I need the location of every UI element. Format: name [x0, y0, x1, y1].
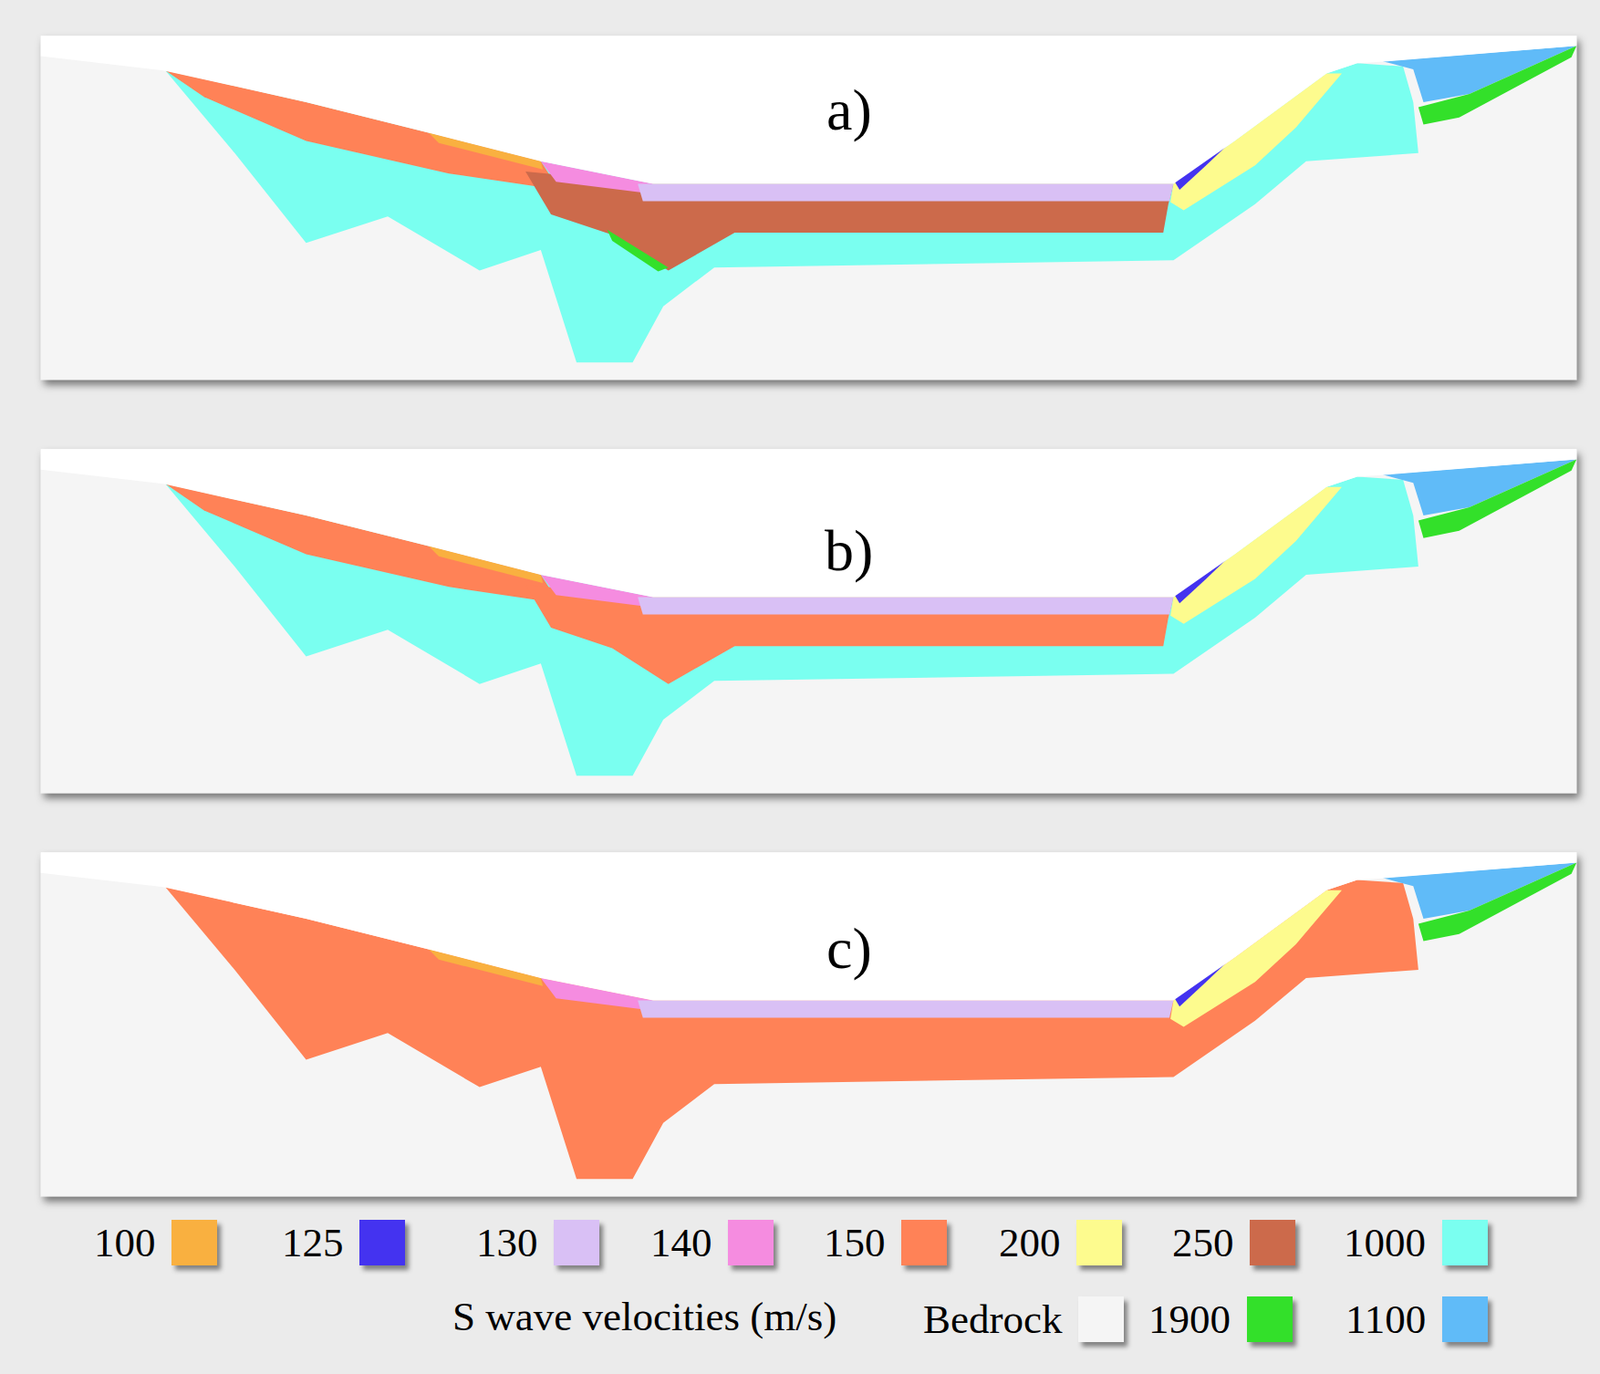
section-c [41, 851, 1578, 1196]
legend-swatch [1246, 1296, 1293, 1342]
legend-title: S wave velocities (m/s) [452, 1296, 837, 1338]
legend-text: 100 [93, 1222, 156, 1264]
section-a [41, 35, 1578, 380]
legend-swatch [1442, 1296, 1488, 1342]
legend-text: 140 [650, 1222, 713, 1264]
legend-text: Bedrock [923, 1298, 1062, 1341]
legend-swatch [1442, 1219, 1488, 1266]
panel-label: b) [824, 521, 873, 581]
legend-text: 250 [1172, 1222, 1235, 1264]
legend-text: 1100 [1345, 1298, 1426, 1341]
legend-text: 130 [476, 1222, 539, 1264]
legend-swatch [1076, 1219, 1123, 1266]
legend-text: 1900 [1148, 1298, 1231, 1341]
legend-swatch [359, 1219, 406, 1266]
legend-swatch [553, 1219, 600, 1266]
legend-text: 1000 [1343, 1222, 1426, 1264]
legend-swatch [727, 1219, 774, 1266]
panel-label: a) [826, 81, 873, 140]
legend-swatch [1249, 1219, 1296, 1266]
legend-swatch [1078, 1296, 1124, 1342]
legend-text: 200 [998, 1222, 1061, 1264]
panel-label: c) [826, 919, 873, 978]
section-b [41, 448, 1578, 793]
legend-text: 125 [281, 1222, 344, 1264]
legend-swatch [901, 1219, 947, 1266]
legend-text: 150 [823, 1222, 886, 1264]
legend-swatch [171, 1219, 218, 1266]
